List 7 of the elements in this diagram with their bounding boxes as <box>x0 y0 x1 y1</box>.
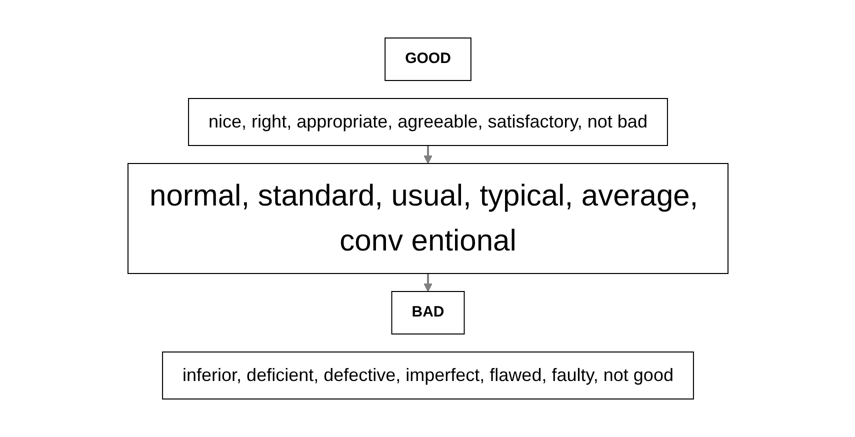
node-box: normal, standard, usual, typical, average, conv entional <box>127 163 728 274</box>
arrow <box>423 274 432 292</box>
node-box: BAD <box>390 291 464 334</box>
node-box: GOOD <box>384 38 471 81</box>
node-box: nice, right, appropriate, agreeable, satisfactory, not bad <box>188 98 668 146</box>
arrow <box>423 146 432 164</box>
node-box: inferior, deficient, defective, imperfect, flawed, faulty, not good <box>162 352 694 400</box>
